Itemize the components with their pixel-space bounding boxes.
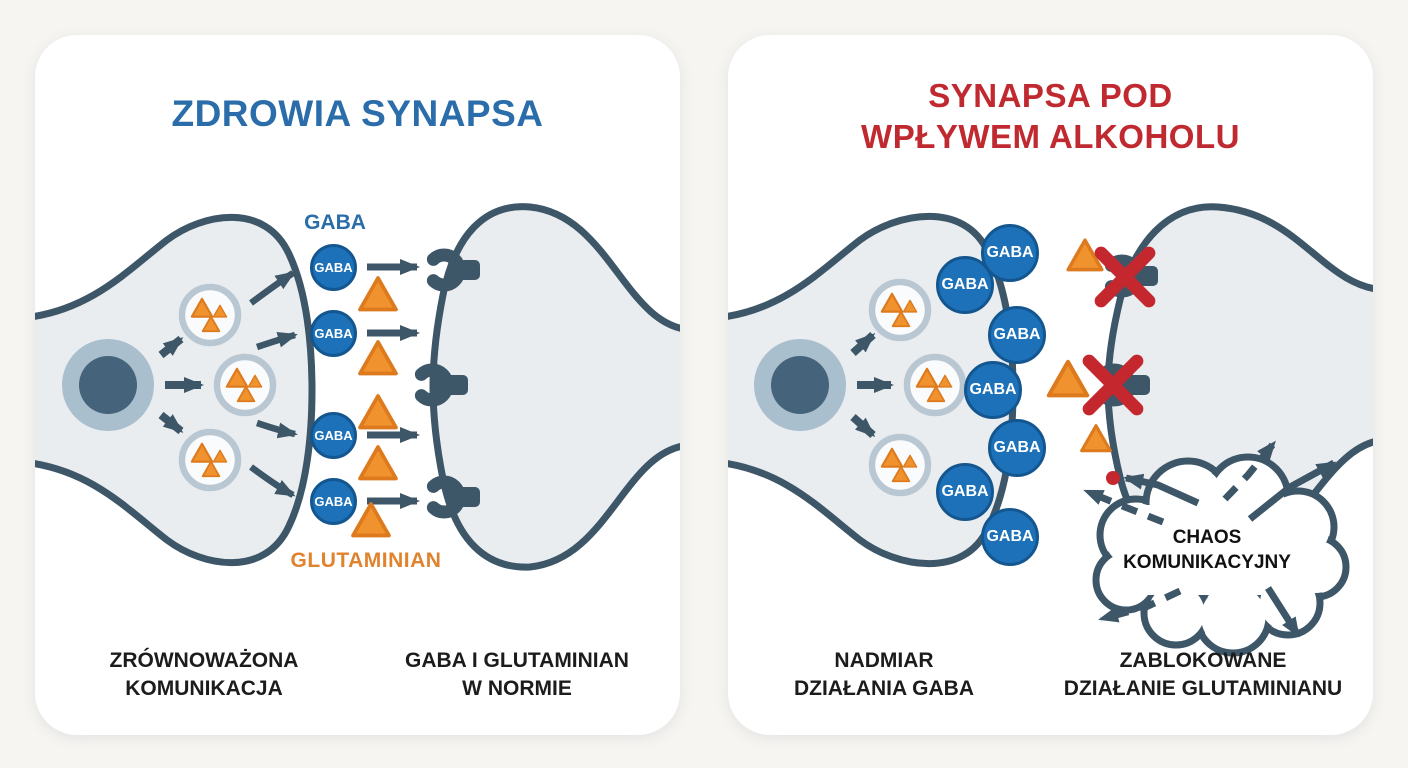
gaba-release-arrows <box>249 270 298 498</box>
chaos-cloud-label: CHAOS KOMUNIKACYJNY <box>1123 527 1291 573</box>
gaba-neurotransmitter: GABA <box>988 306 1046 364</box>
panel-title-healthy: ZDROWIA SYNAPSA <box>171 93 544 134</box>
healthy-synapse-panel: ZDROWIA SYNAPSA GABA GABA GABA GABA GABA… <box>35 35 680 735</box>
gaba-neurotransmitter: GABA <box>964 361 1022 419</box>
gaba-neurotransmitter: GABA <box>310 310 357 357</box>
intracellular-signal-arrows <box>158 335 204 435</box>
postsynaptic-neuron <box>429 203 680 571</box>
glutamate-triangles <box>351 276 398 538</box>
gaba-neurotransmitter: GABA <box>936 463 994 521</box>
alcohol-synapse-diagram <box>728 203 1373 657</box>
caption-excess-gaba: NADMIAR DZIAŁANIA GABA <box>793 649 975 700</box>
chaos-cloud <box>1092 453 1350 657</box>
intracellular-signal-arrows <box>850 332 894 438</box>
gaba-neurotransmitter: GABA <box>310 244 357 291</box>
gaba-neurotransmitter: GABA <box>981 508 1039 566</box>
caption-gaba-glutamate-normal: GABA I GLUTAMINIAN W NORMIE <box>405 649 629 700</box>
vesicle <box>872 282 928 338</box>
neuron-nucleus <box>754 339 846 431</box>
glutamate-triangles <box>1049 238 1112 453</box>
gaba-neurotransmitter: GABA <box>310 478 357 525</box>
gaba-neurotransmitter: GABA <box>988 419 1046 477</box>
vesicle <box>182 287 238 343</box>
vesicle <box>182 432 238 488</box>
transmission-arrows <box>367 259 420 509</box>
vesicle <box>872 437 928 493</box>
vesicle <box>907 357 963 413</box>
alcohol-synapse-panel: SYNAPSA POD WPŁYWEM ALKOHOLU GABA GABA G… <box>728 35 1373 735</box>
gaba-header-label: GABA <box>304 211 366 234</box>
caption-balanced-communication: ZRÓWNOWAŻONA KOMUNIKACJA <box>109 649 299 700</box>
vesicle <box>217 357 273 413</box>
healthy-synapse-diagram <box>35 203 680 571</box>
gaba-neurotransmitter: GABA <box>310 412 357 459</box>
chaos-arrows <box>1083 440 1337 638</box>
presynaptic-neuron <box>35 213 316 567</box>
blocked-receptors <box>1089 253 1158 485</box>
glutamate-label: GLUTAMINIAN <box>290 549 442 572</box>
blocked-receptor-dot <box>1106 471 1120 485</box>
caption-blocked-glutamate: ZABLOKOWANE DZIAŁANIE GLUTAMINIANU <box>1063 649 1343 700</box>
panel-title-alcohol: SYNAPSA POD WPŁYWEM ALKOHOLU <box>861 77 1240 155</box>
neuron-nucleus <box>62 339 154 431</box>
gaba-neurotransmitter: GABA <box>936 256 994 314</box>
